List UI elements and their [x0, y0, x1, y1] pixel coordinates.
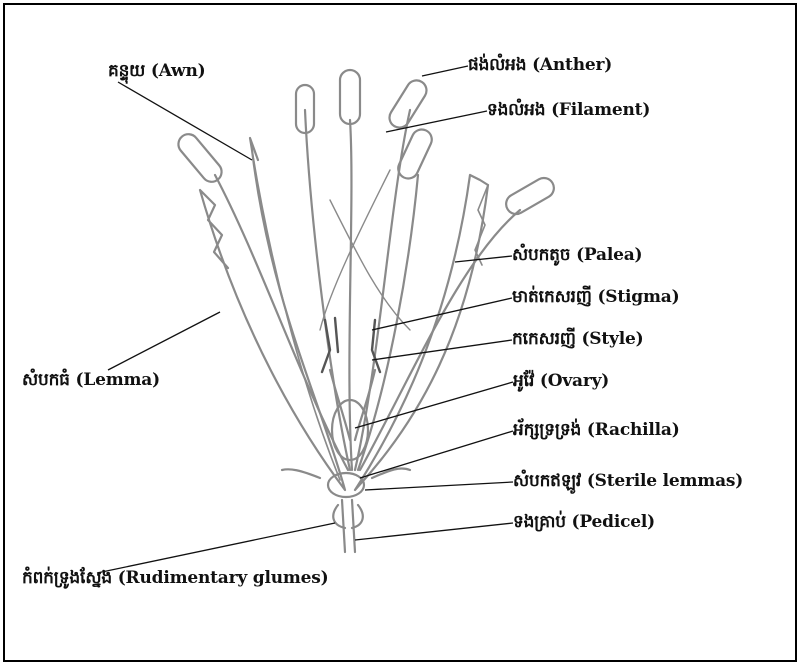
- filament-6: [215, 175, 348, 470]
- label-palea: សំបកតូច (Palea): [512, 245, 642, 265]
- label-ovary: អូវ៉ែ (Ovary): [513, 371, 609, 391]
- lemma-pointer: [108, 312, 220, 370]
- anther-5: [174, 130, 225, 186]
- label-lemma: សំបកធំ (Lemma): [22, 370, 160, 390]
- anther-3: [386, 77, 431, 132]
- filament-pointer: [386, 111, 487, 132]
- label-style: កកេសរញី (Style): [512, 329, 643, 349]
- sterile-lemmas-pointer: [365, 482, 513, 490]
- rudimentary-glumes-pointer: [97, 523, 335, 573]
- anther-pointer: [422, 66, 468, 76]
- label-filament: ទងលំអង (Filament): [487, 100, 650, 120]
- label-awn: គន្ទុយ (Awn): [108, 61, 205, 81]
- label-rudimentary-glumes: កំពក់ទ្រូងស្នែង (Rudimentary glumes): [22, 568, 329, 588]
- label-pedicel: ទងគ្រាប់ (Pedicel): [513, 512, 655, 532]
- pedicel-shape: [333, 500, 363, 552]
- awn-tip: [250, 138, 258, 160]
- palea-pointer: [455, 256, 512, 262]
- filament-5: [360, 210, 520, 470]
- awn-pointer: [118, 82, 252, 160]
- anther-2: [340, 70, 360, 124]
- rachilla-pointer: [360, 431, 513, 478]
- label-stigma: មាត់កេសរញី (Stigma): [512, 287, 679, 307]
- label-anther: ផង់លំអង (Anther): [468, 55, 612, 75]
- label-sterile-lemmas: សំបកឥឡូវ (Sterile lemmas): [513, 471, 743, 491]
- pedicel-pointer: [355, 523, 513, 540]
- filament-2: [349, 120, 352, 470]
- anther-6: [502, 174, 557, 217]
- label-rachilla: អ័ក្សទ្រទ្រង់ (Rachilla): [513, 420, 680, 440]
